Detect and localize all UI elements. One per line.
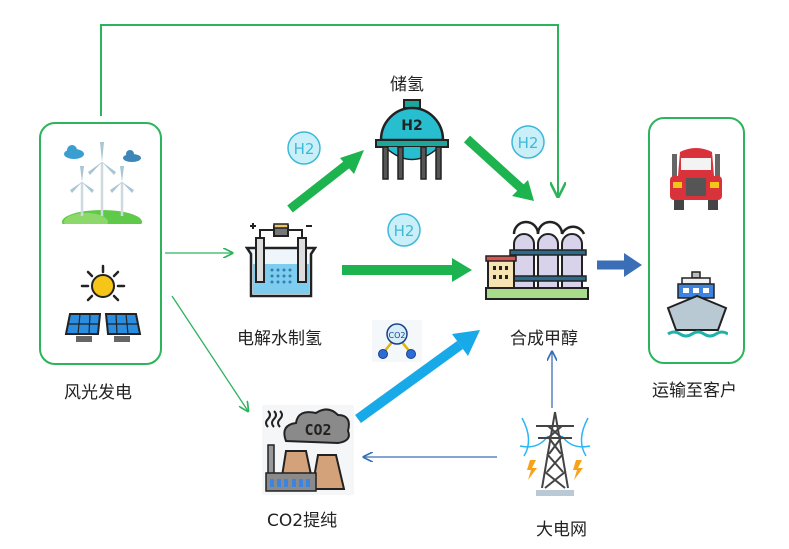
renewable-group xyxy=(39,122,162,365)
storage-label: 储氢 xyxy=(390,75,424,95)
power-tower-icon xyxy=(519,411,591,496)
edge-renewable-co2 xyxy=(171,295,248,411)
edge-electrolysis-methanol xyxy=(342,258,472,282)
wind-turbine-icon xyxy=(62,142,142,224)
h2-badge-icon: H2 xyxy=(287,131,321,165)
transport-group xyxy=(648,117,745,364)
methanol-plant-icon xyxy=(485,220,589,300)
co2-factory-icon: CO2 xyxy=(262,405,354,495)
solar-panel-icon xyxy=(64,264,142,342)
edge-methanol-transport xyxy=(597,253,642,277)
h2-badge-icon: H2 xyxy=(387,213,421,247)
electrolysis-label: 电解水制氢 xyxy=(237,329,322,349)
tank-text: H2 xyxy=(401,118,422,134)
transport-label: 运输至客户 xyxy=(652,381,737,401)
h2-badge-text: H2 xyxy=(394,222,415,240)
edge-storage-methanol xyxy=(463,135,534,201)
co2-badge-text: CO2 xyxy=(389,331,406,340)
edge-renewable-methanol xyxy=(100,24,558,196)
co2-label: CO2提纯 xyxy=(267,511,338,531)
ship-icon xyxy=(666,271,728,338)
h2-badge-text: H2 xyxy=(518,134,539,152)
grid-label: 大电网 xyxy=(536,520,587,540)
truck-icon xyxy=(670,148,722,210)
edge-electrolysis-storage xyxy=(287,150,364,213)
co2-molecule-icon: CO2 xyxy=(372,320,422,362)
methanol-label: 合成甲醇 xyxy=(510,329,578,349)
hydrogen-tank-icon: H2 xyxy=(375,99,449,180)
electrolysis-icon xyxy=(244,223,318,298)
edge-co2-methanol xyxy=(355,330,480,424)
co2-cloud-text: CO2 xyxy=(304,421,331,439)
h2-badge-text: H2 xyxy=(294,140,315,158)
h2-badge-icon: H2 xyxy=(511,125,545,159)
renewable-label: 风光发电 xyxy=(64,383,132,403)
